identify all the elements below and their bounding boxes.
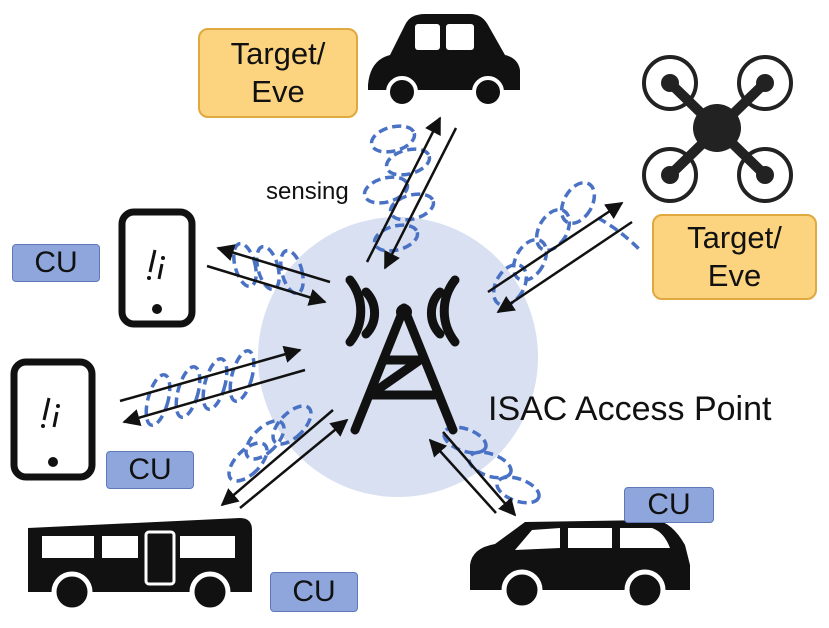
access-point-label: ISAC Access Point (488, 390, 772, 428)
cu-badge: CU (624, 487, 714, 523)
suv-icon (470, 520, 690, 611)
cu-badge: CU (270, 572, 358, 612)
target-label: Target/ (687, 220, 782, 255)
car-icon (368, 14, 520, 108)
cu-badge: CU (106, 451, 194, 489)
link-arrows (119, 116, 633, 517)
target-label: Target/ (230, 36, 326, 71)
drone-icon (642, 55, 793, 203)
tablet-icon (118, 208, 196, 328)
tablet-icon (10, 358, 96, 481)
cu-badge: CU (12, 244, 100, 282)
target-eve-box-top: Target/ Eve (198, 28, 358, 118)
eve-label: Eve (251, 74, 305, 109)
rv-icon (28, 518, 252, 613)
antenna-tower-icon (345, 275, 460, 435)
sensing-label: sensing (266, 178, 349, 205)
target-eve-box-right: Target/ Eve (652, 214, 817, 300)
eve-label: Eve (707, 258, 762, 293)
